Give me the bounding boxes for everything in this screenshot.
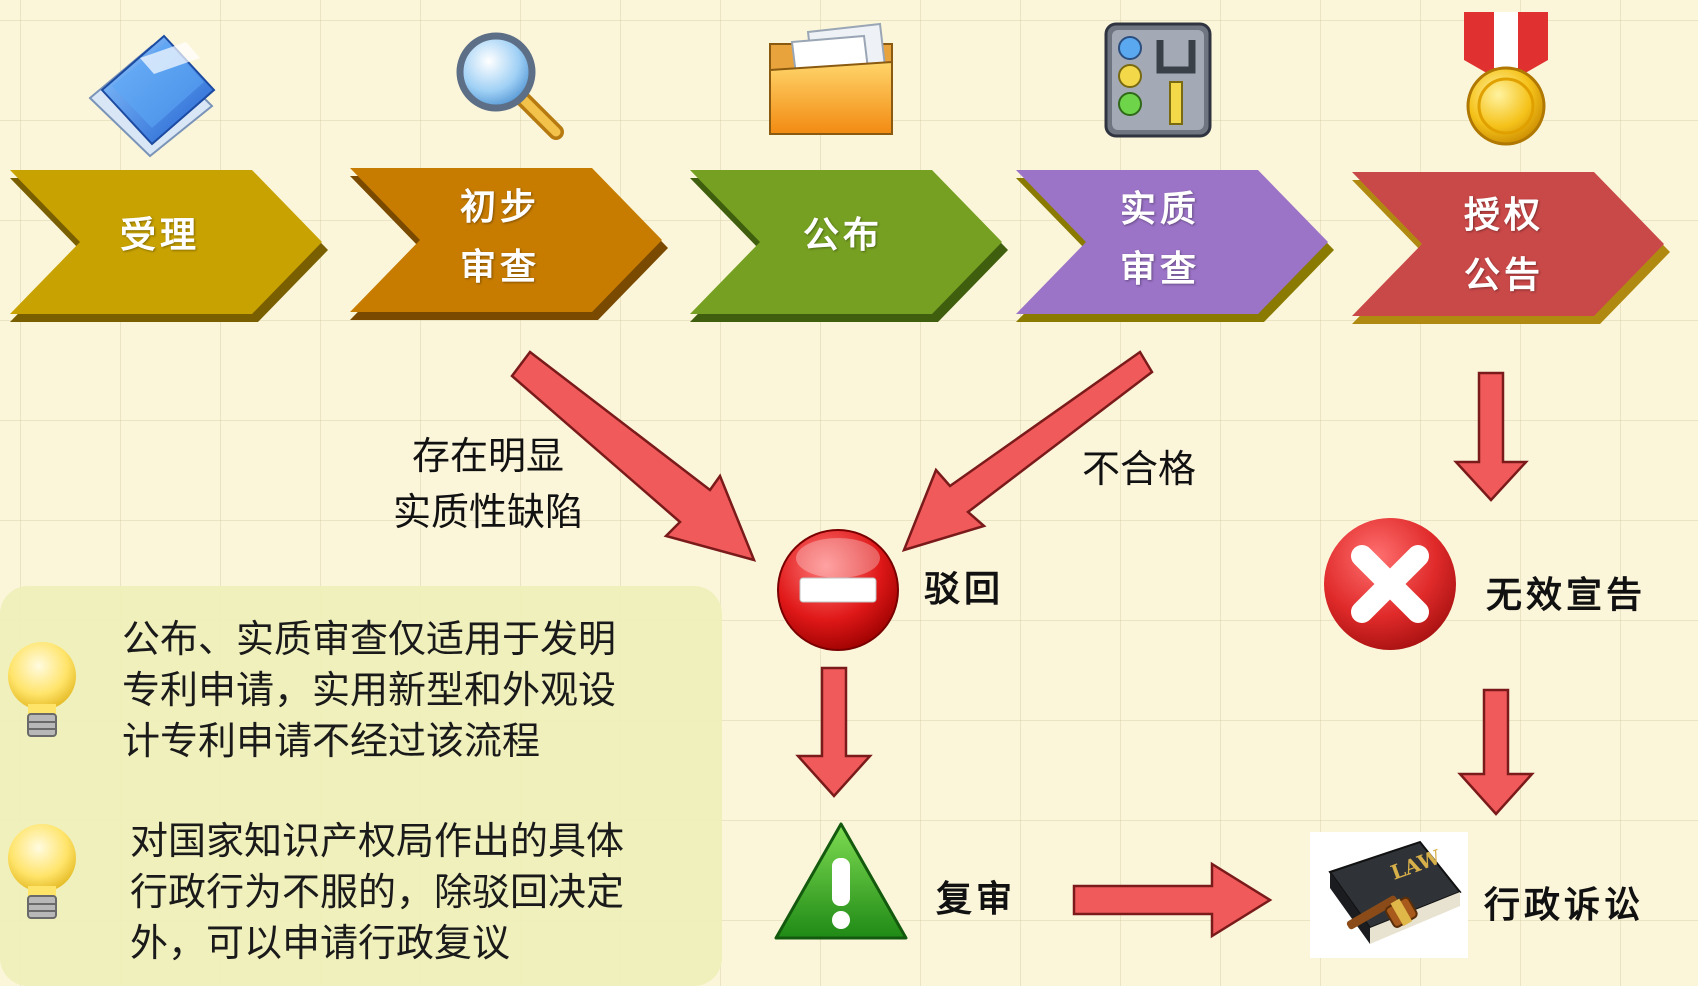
label-litigation: 行政诉讼 [1484,885,1645,926]
step-shape-grant [1352,172,1670,324]
arrow-invalid-to-litigation [1457,688,1535,816]
step-shape-publish [690,170,1008,322]
warning-icon [774,822,908,940]
arrow-preliminary-to-reject [510,350,757,562]
arrow-substantive-to-reject [901,350,1154,552]
arrow-reexam-to-litigation [1072,861,1273,939]
lightbulb-icon [8,824,76,919]
note-1-text: 公布、实质审查仅适用于发明 专利申请，实用新型和外观设 计专利申请不经过该流程 [122,617,617,763]
step-label-grant: 授权 公告 [1463,195,1544,296]
medal-icon [1464,12,1548,146]
step-label-publish: 公布 [802,215,883,256]
label-reexam: 复审 [936,879,1017,920]
stop-icon [777,529,899,651]
step-label-accept: 受理 [119,215,200,256]
close-icon [1324,518,1456,650]
step-shape-substantive [1016,170,1334,322]
note-2-text: 对国家知识产权局作出的具体 行政行为不服的，除驳回决定 外，可以申请行政复议 [130,819,625,965]
notes-panel [0,586,722,986]
law-book-icon: LAW [1310,832,1468,958]
arrow-reject-to-reexam [795,666,873,798]
step-shape-preliminary [350,168,668,320]
flow-arrows [510,350,1535,939]
folder-documents-icon [88,34,216,158]
lightbulb-icon [8,642,76,737]
label-defect: 存在明显 实质性缺陷 [392,434,583,534]
step-shape-accept [10,170,328,322]
magnifier-icon [456,32,564,140]
label-unqualified: 不合格 [1082,447,1197,491]
step-label-preliminary: 初步 审查 [459,187,540,288]
label-invalid: 无效宣告 [1486,575,1647,616]
open-folder-icon [769,22,893,135]
arrow-grant-to-invalid [1453,371,1529,502]
control-panel-icon [1104,22,1212,138]
label-reject: 驳回 [924,569,1005,610]
step-label-substantive: 实质 审查 [1119,189,1200,290]
